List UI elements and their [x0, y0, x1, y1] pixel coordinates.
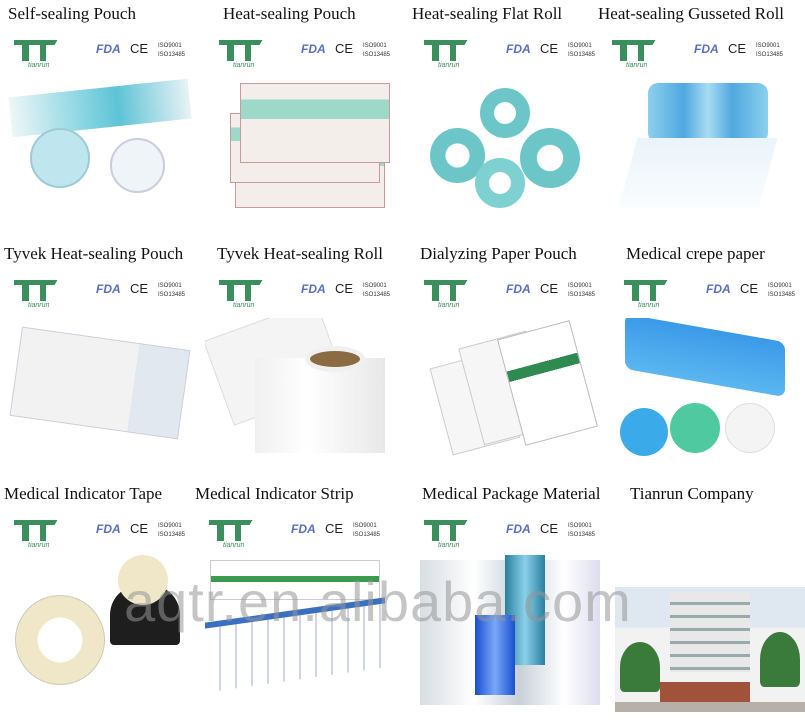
ce-mark: CE — [325, 521, 344, 536]
product-image[interactable] — [0, 318, 195, 468]
brand-name: tianrun — [233, 62, 255, 69]
product-title: Tyvek Heat-sealing Pouch — [4, 244, 184, 263]
product-title: Medical Indicator Tape — [4, 484, 163, 503]
fda-badge: FDA — [706, 282, 731, 296]
brand-name: tianrun — [438, 542, 460, 549]
tianrun-logo: tianrun — [612, 40, 662, 72]
product-title: Medical Indicator Strip — [195, 484, 354, 503]
tianrun-logo: tianrun — [424, 280, 474, 312]
product-image[interactable] — [410, 318, 605, 468]
fda-badge: FDA — [96, 42, 121, 56]
brand-name: tianrun — [438, 62, 460, 69]
product-image[interactable] — [205, 78, 400, 228]
tianrun-logo: tianrun — [14, 280, 64, 312]
fda-badge: FDA — [506, 42, 531, 56]
product-image[interactable] — [410, 78, 605, 228]
product-image[interactable] — [610, 318, 805, 468]
product-title: Medical Package Material — [422, 484, 601, 503]
tianrun-logo: tianrun — [219, 280, 269, 312]
fda-badge: FDA — [506, 522, 531, 536]
ce-mark: CE — [130, 281, 149, 296]
brand-name: tianrun — [28, 62, 50, 69]
brand-name: tianrun — [438, 302, 460, 309]
product-card[interactable]: Tyvek Heat-sealing Roll tianrun FDA CE I… — [205, 240, 400, 480]
tianrun-logo: tianrun — [14, 40, 64, 72]
product-card[interactable]: Heat-sealing Gusseted Roll tianrun FDA C… — [598, 0, 793, 240]
tianrun-logo: tianrun — [209, 520, 259, 552]
fda-badge: FDA — [506, 282, 531, 296]
tianrun-logo: tianrun — [424, 40, 474, 72]
product-title: Tianrun Company — [630, 484, 754, 503]
product-card[interactable]: Heat-sealing Pouch tianrun FDA CE ISO900… — [205, 0, 400, 240]
tianrun-logo: tianrun — [219, 40, 269, 72]
ce-mark: CE — [540, 281, 559, 296]
product-card[interactable]: Heat-sealing Flat Roll tianrun FDA CE IS… — [410, 0, 605, 240]
product-title: Tyvek Heat-sealing Roll — [217, 244, 383, 263]
brand-name: tianrun — [223, 542, 245, 549]
product-title: Dialyzing Paper Pouch — [420, 244, 577, 263]
ce-mark: CE — [335, 41, 354, 56]
product-card[interactable]: Tianrun Company — [610, 480, 805, 720]
ce-mark: CE — [540, 41, 559, 56]
product-title: Heat-sealing Pouch — [223, 4, 356, 23]
product-card[interactable]: Tyvek Heat-sealing Pouch tianrun FDA CE … — [0, 240, 195, 480]
product-title: Heat-sealing Gusseted Roll — [598, 4, 785, 23]
fda-badge: FDA — [96, 522, 121, 536]
ce-mark: CE — [130, 521, 149, 536]
fda-badge: FDA — [291, 522, 316, 536]
ce-mark: CE — [130, 41, 149, 56]
tianrun-logo: tianrun — [424, 520, 474, 552]
fda-badge: FDA — [96, 282, 121, 296]
fda-badge: FDA — [694, 42, 719, 56]
product-card[interactable]: Medical Package Material tianrun FDA CE … — [410, 480, 605, 720]
brand-name: tianrun — [638, 302, 660, 309]
product-card[interactable]: Medical crepe paper tianrun FDA CE ISO90… — [610, 240, 805, 480]
product-image[interactable] — [0, 555, 195, 705]
brand-name: tianrun — [28, 542, 50, 549]
product-card[interactable]: Medical Indicator Strip tianrun FDA CE I… — [195, 480, 390, 720]
ce-mark: CE — [728, 41, 747, 56]
fda-badge: FDA — [301, 282, 326, 296]
brand-name: tianrun — [233, 302, 255, 309]
product-image[interactable] — [410, 555, 605, 705]
product-title: Heat-sealing Flat Roll — [412, 4, 563, 23]
brand-name: tianrun — [626, 62, 648, 69]
tianrun-logo: tianrun — [14, 520, 64, 552]
product-image[interactable] — [195, 555, 390, 705]
fda-badge: FDA — [301, 42, 326, 56]
product-image[interactable] — [610, 572, 805, 712]
brand-name: tianrun — [28, 302, 50, 309]
ce-mark: CE — [740, 281, 759, 296]
product-image[interactable] — [598, 78, 793, 228]
product-title: Medical crepe paper — [626, 244, 765, 263]
ce-mark: CE — [540, 521, 559, 536]
product-image[interactable] — [0, 78, 195, 228]
product-card[interactable]: Medical Indicator Tape tianrun FDA CE IS… — [0, 480, 195, 720]
product-card[interactable]: Dialyzing Paper Pouch tianrun FDA CE ISO… — [410, 240, 605, 480]
product-title: Self-sealing Pouch — [8, 4, 136, 23]
ce-mark: CE — [335, 281, 354, 296]
product-image[interactable] — [205, 318, 400, 468]
product-card[interactable]: Self-sealing Pouch tianrun FDA CE ISO900… — [0, 0, 195, 240]
tianrun-logo: tianrun — [624, 280, 674, 312]
